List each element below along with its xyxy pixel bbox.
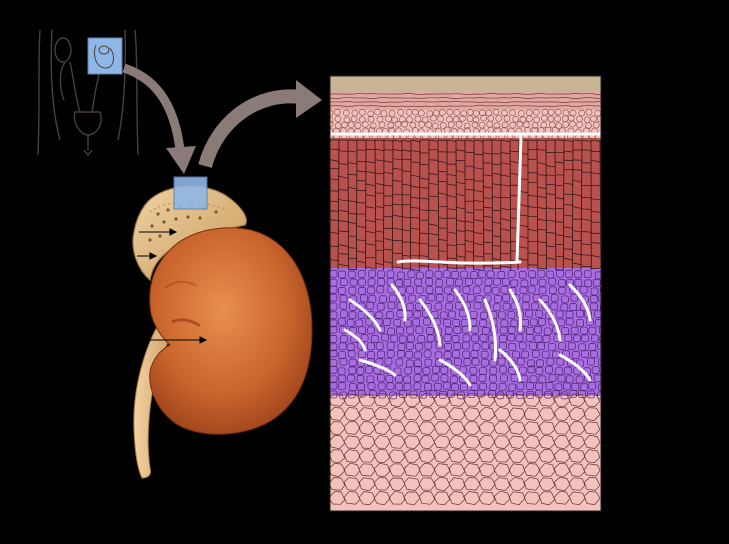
magnifier-box-icon [87,37,123,75]
focus-box [173,176,208,210]
kidney [149,227,313,435]
label-pointers [137,228,208,344]
pointer-arrow-down [122,63,196,174]
curved-arrow-icon [198,80,322,169]
capsule-layer [330,76,601,92]
histology-panel [330,76,601,511]
